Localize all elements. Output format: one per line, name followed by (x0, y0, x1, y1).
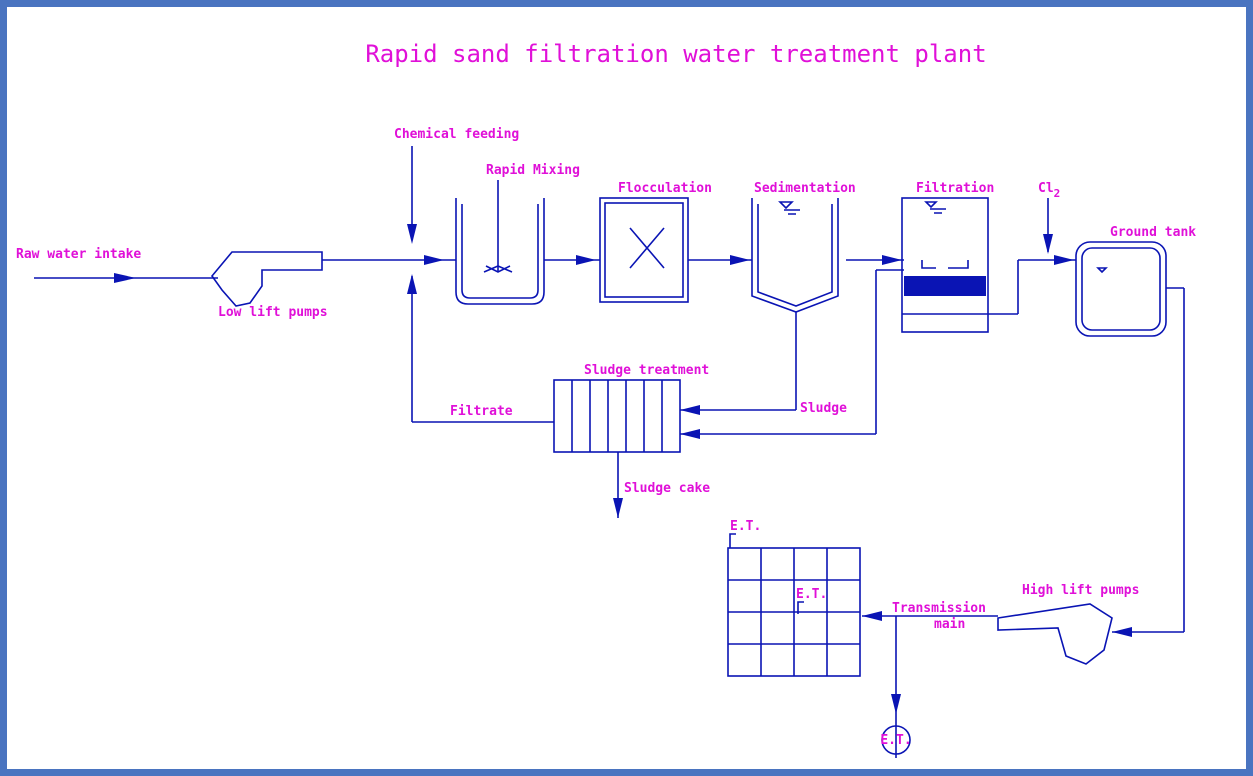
flocculation-tank-inner (604, 202, 684, 298)
backwash-arrow (680, 429, 700, 439)
transmission-label-line1: Transmission (892, 601, 986, 616)
sludge-press-plates (571, 380, 663, 452)
chlorine-subscript: 2 (1054, 187, 1061, 200)
high-lift-pump (997, 603, 1113, 665)
flocculation-label: Flocculation (618, 181, 712, 196)
filter-sand-bed (904, 276, 986, 296)
ground-tank-level-icon (1096, 267, 1108, 274)
flocculation-tank-outer (599, 197, 689, 303)
elevated-tank-label-bottom: E.T. (880, 733, 911, 748)
raw-water-intake-label: Raw water intake (16, 247, 141, 262)
distribution-grid-lines (728, 548, 860, 676)
elevated-tank-bottom-icon (881, 725, 911, 755)
arrow-to-rapid-mix (424, 255, 444, 265)
chlorine-symbol: Cl (1038, 181, 1054, 196)
low-lift-pumps-label: Low lift pumps (218, 305, 328, 320)
filtrate-label: Filtrate (450, 404, 513, 419)
sludge-label: Sludge (800, 401, 847, 416)
sludge-cake-label: Sludge cake (624, 481, 710, 496)
filtrate-return-arrow (407, 274, 417, 294)
ground-tank-outer (1075, 241, 1167, 337)
intake-arrow (114, 273, 136, 283)
sedimentation-label: Sedimentation (754, 181, 856, 196)
sedimentation-tank-inner (757, 204, 833, 307)
chlorine-feed-arrow (1043, 234, 1053, 254)
rapid-mix-tank-inner (461, 204, 539, 299)
ground-tank-label: Ground tank (1110, 225, 1196, 240)
filter-water-level-icon (924, 201, 946, 214)
sludge-cake-arrow (613, 498, 623, 518)
high-lift-pumps-label: High lift pumps (1022, 583, 1139, 598)
sludge-arrow (680, 405, 700, 415)
arrow-to-sedimentation (730, 255, 750, 265)
diagram-title: Rapid sand filtration water treatment pl… (365, 40, 986, 68)
elevated-tank-marker-grid (797, 601, 804, 614)
rapid-mixing-label: Rapid Mixing (486, 163, 580, 178)
ground-tank-inner (1081, 247, 1161, 331)
elevated-tank-marker-top (729, 533, 736, 548)
filter-tank (901, 197, 989, 333)
arrow-to-distribution (862, 611, 882, 621)
arrow-to-ground-tank (1054, 255, 1074, 265)
transmission-label-line2: main (934, 617, 965, 632)
elevated-tank-label-grid: E.T. (796, 587, 827, 602)
sludge-treatment-unit (553, 379, 681, 453)
sedimentation-water-level-icon (778, 201, 800, 215)
chlorine-label: Cl2 (1038, 181, 1060, 200)
mixer-impeller-icon (483, 265, 513, 273)
chemical-feed-arrow (407, 224, 417, 244)
rapid-mix-tank-outer (455, 198, 545, 305)
flocculator-paddle-b (629, 227, 665, 269)
low-lift-pump (210, 251, 323, 307)
chemical-feeding-label: Chemical feeding (394, 127, 519, 142)
arrow-to-elevated-tank (891, 694, 901, 714)
elevated-tank-label-top: E.T. (730, 519, 761, 534)
arrow-to-filtration (882, 255, 902, 265)
sludge-treatment-label: Sludge treatment (584, 363, 709, 378)
arrow-to-flocculation (576, 255, 596, 265)
filtration-label: Filtration (916, 181, 994, 196)
filter-troughs (921, 260, 969, 269)
arrow-to-high-lift-pump (1112, 627, 1132, 637)
